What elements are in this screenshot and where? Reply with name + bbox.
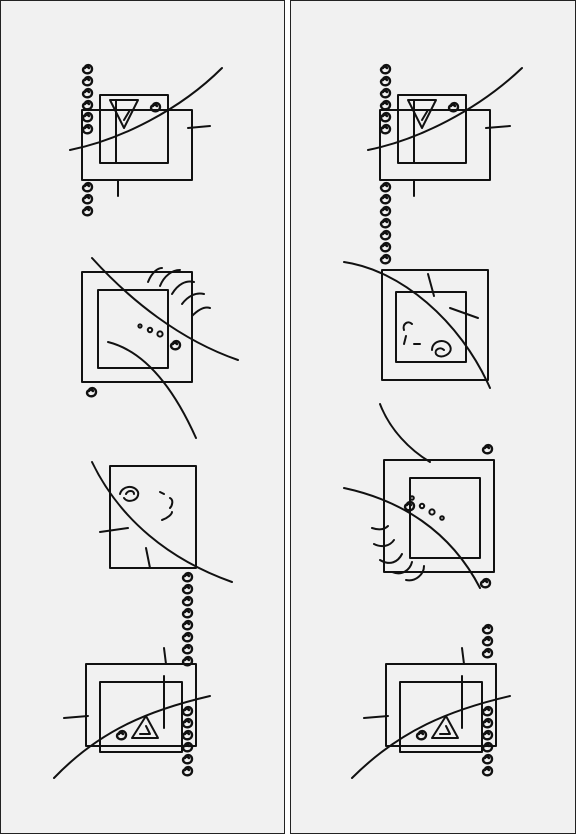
right-motif-3 (343, 403, 495, 589)
left-motif-4 (53, 647, 211, 779)
left-panel (0, 0, 285, 834)
left-motif-3 (91, 461, 233, 667)
right-motif-4 (351, 623, 511, 779)
left-motif-2 (81, 257, 239, 439)
left-motif-1 (69, 63, 223, 217)
left-curls-3 (181, 571, 194, 667)
right-motif-1 (367, 63, 523, 265)
right-motif-2 (343, 261, 491, 389)
left-curls-1 (81, 63, 162, 217)
right-panel (290, 0, 576, 834)
left-curls-4 (115, 705, 194, 777)
